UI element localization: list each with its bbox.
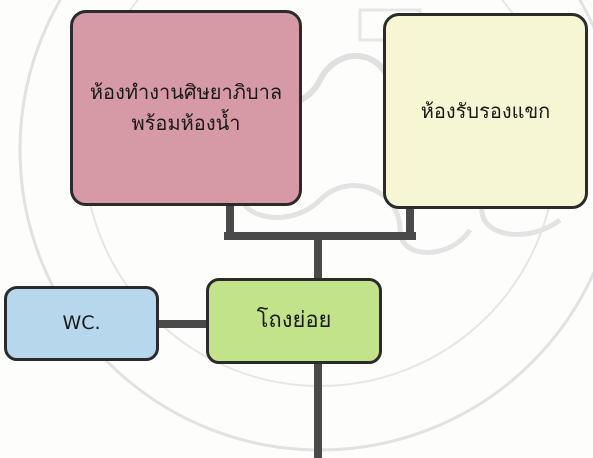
- reception-room-box: ห้องรับรองแขก: [383, 13, 588, 209]
- wc-box: WC.: [4, 286, 159, 361]
- reception-room-label: ห้องรับรองแขก: [420, 98, 551, 123]
- nurse-office-box: ห้องทำงานศิษยาภิบาล พร้อมห้องน้ำ: [70, 10, 302, 206]
- nurse-office-label-line2: พร้อมห้องน้ำ: [131, 111, 241, 135]
- hallway-label: โถงย่อย: [256, 307, 332, 333]
- nurse-office-label-line1: ห้องทำงานศิษยาภิบาล: [89, 80, 283, 104]
- hallway-box: โถงย่อย: [206, 278, 382, 364]
- wc-label: WC.: [62, 311, 101, 334]
